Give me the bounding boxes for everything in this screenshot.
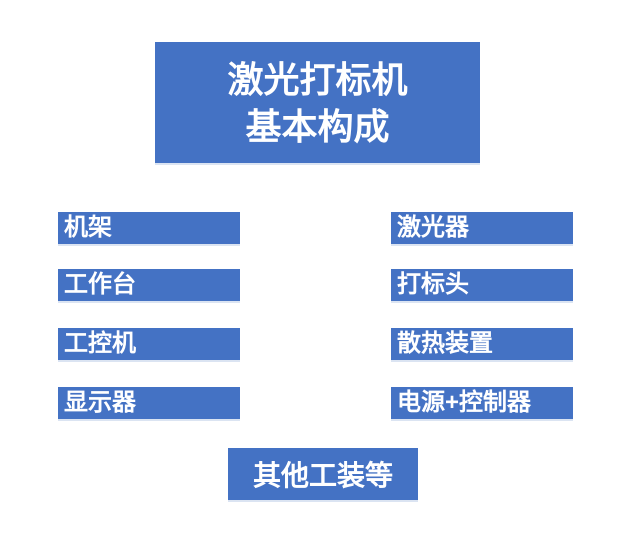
- title-box: 激光打标机 基本构成: [155, 42, 480, 163]
- box-frame: 机架: [58, 212, 240, 244]
- title-line-1: 激光打标机: [227, 58, 408, 100]
- box-worktable: 工作台: [58, 269, 240, 301]
- box-other-tooling: 其他工装等: [228, 448, 418, 500]
- box-laser: 激光器: [391, 212, 573, 244]
- box-marking-head: 打标头: [391, 269, 573, 301]
- box-industrial-pc: 工控机: [58, 328, 240, 360]
- box-power-controller: 电源+控制器: [391, 387, 573, 419]
- box-cooling-device: 散热装置: [391, 328, 573, 360]
- title-line-2: 基本构成: [245, 105, 390, 147]
- box-monitor: 显示器: [58, 387, 240, 419]
